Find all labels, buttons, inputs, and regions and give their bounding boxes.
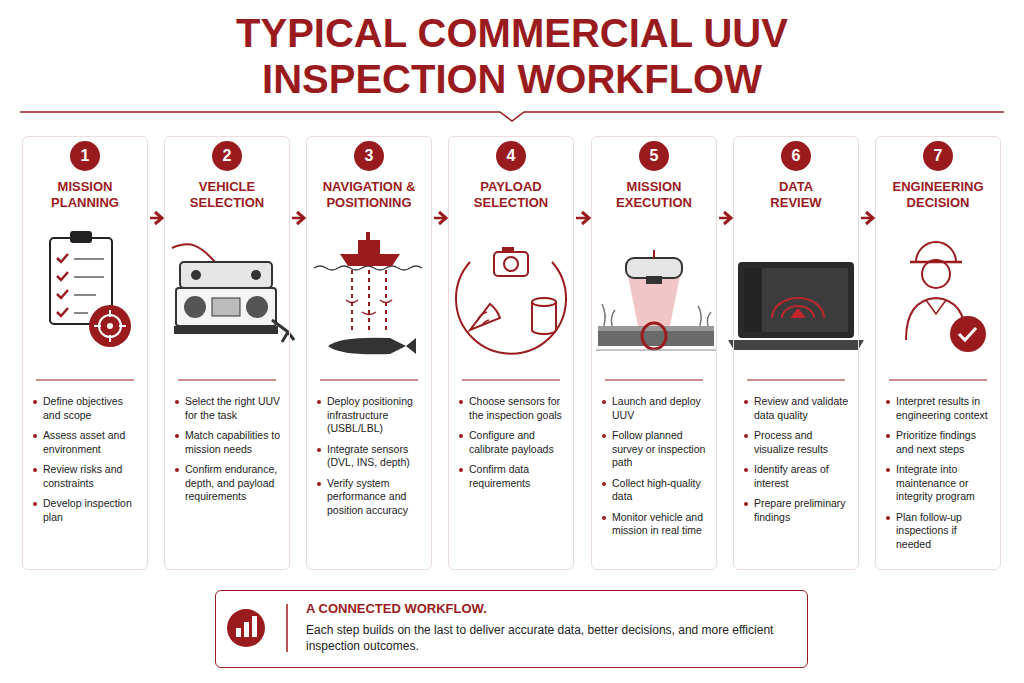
- step-number-text: 6: [792, 147, 801, 164]
- bullet-item: Launch and deploy UUV: [602, 395, 710, 422]
- step-heading-wrap: VEHICLE SELECTION: [165, 179, 289, 211]
- bullet-list: Deploy positioning infrastructure (USBL/…: [317, 395, 425, 524]
- step-heading-wrap: DATA REVIEW: [734, 179, 858, 211]
- diagram-title: TYPICAL COMMERCIAL UUV INSPECTION WORKFL…: [192, 10, 832, 102]
- step-card: MISSION EXECUTION Launch and deploy UUV Fo…: [591, 136, 717, 570]
- bullet-list: Choose sensors for the inspection goalsC…: [459, 395, 567, 497]
- bullet-item: Confirm endurance, depth, and payload re…: [175, 463, 283, 504]
- step-number-text: 3: [365, 147, 374, 164]
- summary-heading: A CONNECTED WORKFLOW.: [306, 601, 791, 617]
- bullet-item: Develop inspection plan: [33, 497, 141, 524]
- flow-arrow: [292, 212, 304, 224]
- step-card: VEHICLE SELECTION Select the right UUV fo…: [164, 136, 290, 570]
- step-number: 5: [639, 141, 669, 171]
- step-heading: ENGINEERING DECISION: [880, 179, 996, 211]
- positioning-icon: [314, 232, 422, 354]
- summary-box: A CONNECTED WORKFLOW. Each step builds on…: [215, 590, 808, 668]
- bullet-item: Choose sensors for the inspection goals: [459, 395, 567, 422]
- step-number: 7: [923, 141, 953, 171]
- step-heading: PAYLOAD SELECTION: [455, 179, 567, 211]
- bullet-item: Deploy positioning infrastructure (USBL/…: [317, 395, 425, 436]
- step-number: 2: [212, 141, 242, 171]
- bullet-item: Collect high-quality data: [602, 477, 710, 504]
- step-card: MISSION PLANNING Define objectives and sc…: [22, 136, 148, 570]
- flow-arrow: [861, 212, 873, 224]
- title-rule: [20, 112, 1004, 121]
- step-heading: VEHICLE SELECTION: [171, 179, 283, 211]
- step-heading: MISSION EXECUTION: [598, 179, 710, 211]
- step-card: NAVIGATION & POSITIONING Deploy positioni…: [306, 136, 432, 570]
- bullet-list: Define objectives and scopeAssess asset …: [33, 395, 141, 531]
- bullet-item: Plan follow-up inspections if needed: [886, 511, 994, 552]
- bullet-item: Define objectives and scope: [33, 395, 141, 422]
- bullet-item: Assess asset and environment: [33, 429, 141, 456]
- bullet-item: Match capabilities to mission needs: [175, 429, 283, 456]
- step-number-text: 2: [223, 147, 232, 164]
- step-heading-wrap: ENGINEERING DECISION: [876, 179, 1000, 211]
- step-heading-wrap: MISSION PLANNING: [23, 179, 147, 211]
- bullet-list: Review and validate data qualityProcess …: [744, 395, 852, 531]
- bullet-list: Interpret results in engineering context…: [886, 395, 994, 558]
- inspection-icon: [596, 250, 716, 350]
- chart-badge: [227, 604, 287, 652]
- bullet-item: Prepare preliminary findings: [744, 497, 852, 524]
- step-number-text: 7: [934, 147, 943, 164]
- step-heading-wrap: PAYLOAD SELECTION: [449, 179, 573, 211]
- rov-icon: [172, 244, 294, 342]
- step-number: 1: [70, 141, 100, 171]
- bullet-list: Launch and deploy UUV Follow planned surv…: [602, 395, 710, 545]
- bullet-item: Process and visualize results: [744, 429, 852, 456]
- step-number: 4: [496, 141, 526, 171]
- step-number-text: 1: [81, 147, 90, 164]
- step-number-text: 4: [507, 147, 516, 164]
- step-number: 6: [781, 141, 811, 171]
- bullet-item: Identify areas of interest: [744, 463, 852, 490]
- step-number-text: 5: [650, 147, 659, 164]
- engineer-icon: [906, 242, 986, 352]
- bullet-item: Follow planned survey or inspection path: [602, 429, 710, 470]
- flow-arrow: [576, 212, 589, 224]
- laptop-icon: [728, 262, 864, 350]
- flow-arrow: [150, 212, 162, 224]
- bullet-item: Prioritize findings and next steps: [886, 429, 994, 456]
- bullet-item: Configure and calibrate payloads: [459, 429, 567, 456]
- bullet-item: Integrate sensors (DVL, INS, depth): [317, 443, 425, 470]
- step-heading-wrap: MISSION EXECUTION: [592, 179, 716, 211]
- summary-text: A CONNECTED WORKFLOW. Each step builds on…: [306, 601, 791, 654]
- step-heading: DATA REVIEW: [766, 179, 826, 211]
- bullet-item: Integrate into maintenance or integrity …: [886, 463, 994, 504]
- step-card: ENGINEERING DECISION Interpret results in…: [875, 136, 1001, 570]
- summary-body: Each step builds on the last to deliver …: [306, 622, 791, 654]
- step-heading: NAVIGATION & POSITIONING: [311, 179, 427, 211]
- flow-arrow: [434, 212, 446, 224]
- bullet-item: Confirm data requirements: [459, 463, 567, 490]
- bullet-item: Monitor vehicle and mission in real time: [602, 511, 710, 538]
- step-number: 3: [354, 141, 384, 171]
- separators: [36, 380, 987, 381]
- bullet-item: Review and validate data quality: [744, 395, 852, 422]
- bullet-item: Interpret results in engineering context: [886, 395, 994, 422]
- bullet-item: Review risks and constraints: [33, 463, 141, 490]
- step-heading-wrap: NAVIGATION & POSITIONING: [307, 179, 431, 211]
- bullet-item: Select the right UUV for the task: [175, 395, 283, 422]
- bullet-list: Select the right UUV for the taskMatch c…: [175, 395, 283, 511]
- clipboard-icon: [50, 231, 131, 347]
- step-card: DATA REVIEW Review and validate data qual…: [733, 136, 859, 570]
- flow-arrow: [719, 212, 731, 224]
- payload-icon: [456, 247, 566, 354]
- step-card: PAYLOAD SELECTION Choose sensors for the …: [448, 136, 574, 570]
- step-heading: MISSION PLANNING: [29, 179, 141, 211]
- bullet-item: Verify system performance and position a…: [317, 477, 425, 518]
